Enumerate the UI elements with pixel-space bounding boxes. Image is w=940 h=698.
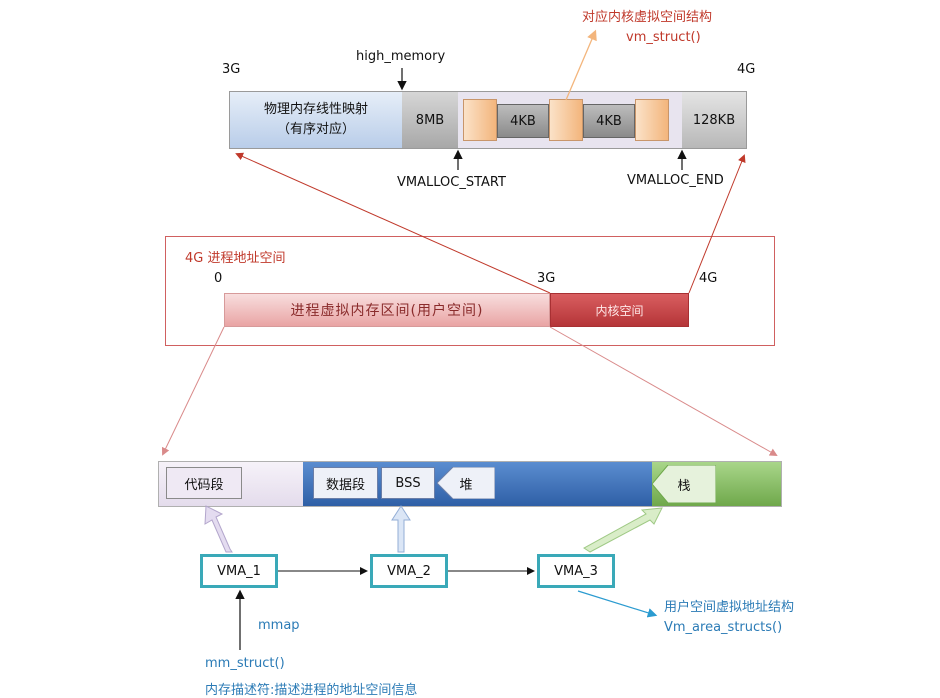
vmalloc-end-label: VMALLOC_END — [627, 173, 724, 188]
vm-struct-arrow — [565, 29, 597, 101]
gap-4kb-b: 4KB — [583, 104, 635, 138]
vma2-to-data-arrow — [391, 505, 411, 553]
vma3-to-stack-arrow — [583, 507, 663, 553]
mm-struct-label: mm_struct() — [205, 656, 285, 671]
heap-segment: 堆 — [437, 467, 495, 499]
vm-area-name: Vm_area_structs() — [664, 620, 783, 635]
vmalloc-start-label: VMALLOC_START — [397, 175, 506, 190]
kernel-space-region: 内核空间 — [550, 293, 689, 327]
vma1-to-code-arrow — [204, 505, 233, 553]
map-user-end-arrow — [549, 326, 778, 456]
kernel-map-3g-label: 3G — [222, 62, 241, 77]
process-space-title: 4G 进程地址空间 — [185, 251, 286, 266]
vmalloc-block-2 — [549, 99, 583, 141]
user-space-region: 进程虚拟内存区间(用户空间) — [224, 293, 550, 327]
stack-label: 栈 — [677, 478, 691, 494]
linear-mapping-line2: （有序对应） — [276, 122, 355, 137]
vma-1-box: VMA_1 — [200, 554, 278, 588]
vm-struct-name: vm_struct() — [626, 30, 701, 45]
process-mark-4g: 4G — [699, 271, 718, 286]
vma-3-box: VMA_3 — [537, 554, 615, 588]
data-segment: 数据段 — [313, 467, 378, 499]
bss-segment: BSS — [381, 467, 435, 499]
top-128kb-region: 128KB — [682, 92, 746, 148]
gap-4kb-a: 4KB — [497, 104, 549, 138]
map-user-start-arrow — [161, 326, 225, 456]
vmalloc-block-3 — [635, 99, 669, 141]
code-segment: 代码段 — [166, 467, 242, 499]
high-memory-label: high_memory — [356, 49, 446, 64]
vm-area-arrow — [577, 590, 658, 618]
vm-struct-title: 对应内核虚拟空间结构 — [582, 10, 713, 25]
process-mark-0: 0 — [214, 271, 223, 286]
vma-2-box: VMA_2 — [370, 554, 448, 588]
vmalloc-block-1 — [463, 99, 497, 141]
gap-8mb: 8MB — [402, 92, 458, 148]
linear-mapping-line1: 物理内存线性映射 — [263, 102, 368, 117]
heap-label: 堆 — [459, 477, 473, 493]
vm-area-title: 用户空间虚拟地址结构 — [664, 600, 795, 615]
kernel-map-4g-label: 4G — [737, 62, 756, 77]
process-mark-3g: 3G — [537, 271, 556, 286]
mmap-label: mmap — [258, 618, 300, 633]
stack-segment: 栈 — [652, 465, 716, 503]
heap-arrow-shape — [437, 467, 495, 499]
linear-mapping-region: 物理内存线性映射 （有序对应） — [230, 92, 402, 148]
stack-arrow-shape — [652, 465, 716, 503]
